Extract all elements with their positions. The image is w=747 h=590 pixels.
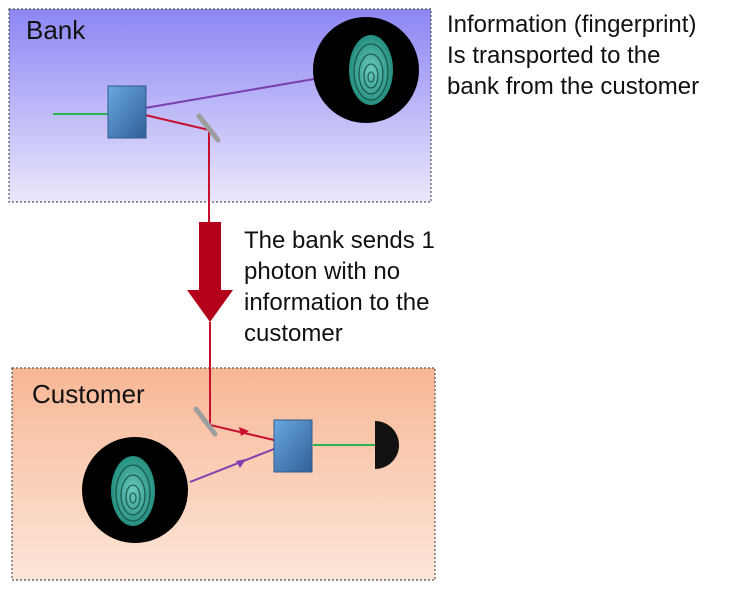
detector-icon: [375, 421, 399, 469]
beam-splitter-icon: [273, 419, 313, 473]
fingerprint-icon: [313, 17, 419, 123]
red-beam-arrowhead: [239, 427, 249, 436]
customer-purple-beam: [189, 448, 275, 483]
caption-line: The bank sends 1: [244, 227, 435, 254]
middle-caption: The bank sends 1 photon with no informat…: [244, 225, 435, 349]
arrow-down-icon: [187, 222, 233, 322]
purple-beam-arrowhead: [236, 459, 246, 468]
bank-label: Bank: [26, 15, 86, 45]
customer-box: [11, 367, 436, 581]
caption-line: Is transported to the: [447, 42, 661, 69]
bank-purple-beam: [144, 77, 321, 109]
mirror-icon: [193, 406, 218, 437]
mirror-icon: [196, 113, 221, 143]
fingerprint-icon: [82, 437, 188, 543]
caption-line: Information (fingerprint): [447, 11, 697, 38]
caption-line: bank from the customer: [447, 73, 700, 100]
beam-splitter-icon: [107, 85, 147, 139]
caption-line: customer: [244, 320, 343, 347]
caption-line: information to the: [244, 289, 430, 316]
customer-label: Customer: [32, 379, 145, 409]
top-caption: Information (fingerprint) Is transported…: [447, 9, 699, 102]
caption-line: photon with no: [244, 258, 401, 285]
